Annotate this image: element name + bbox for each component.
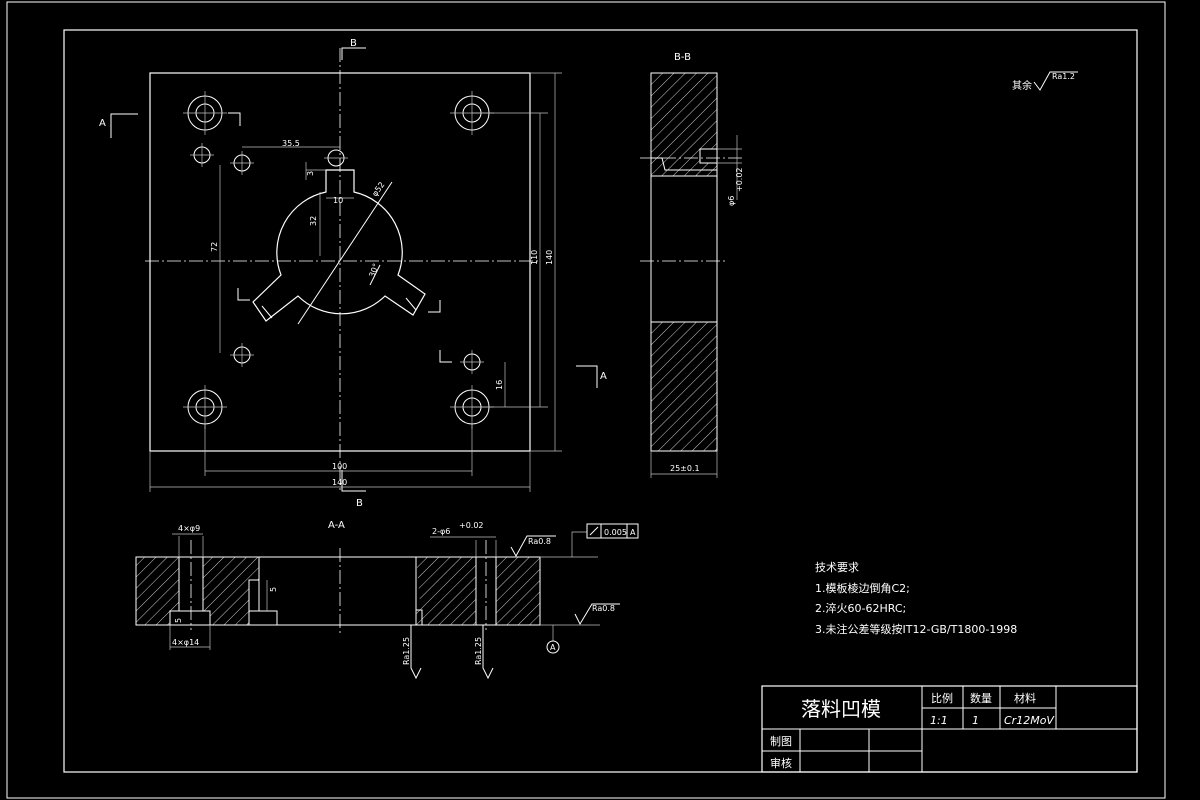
svg-text:100: 100	[332, 462, 347, 471]
tech-item-1: 1.模板棱边倒角C2;	[815, 581, 910, 595]
material-value: Cr12MoV	[1004, 714, 1055, 727]
svg-text:30°: 30°	[367, 262, 380, 278]
svg-text:0.005: 0.005	[604, 528, 627, 537]
svg-text:3: 3	[306, 171, 315, 176]
svg-text:4×φ9: 4×φ9	[178, 524, 200, 533]
svg-text:10: 10	[333, 196, 343, 205]
svg-text:A: A	[630, 528, 636, 537]
svg-text:A: A	[550, 643, 556, 652]
inner-border	[63, 29, 1138, 773]
svg-text:16: 16	[495, 380, 504, 390]
svg-text:+0.02: +0.02	[735, 167, 744, 192]
svg-text:其余: 其余	[1012, 79, 1032, 92]
svg-text:4×φ14: 4×φ14	[172, 638, 199, 647]
tech-item-3: 3.未注公差等级按IT12-GB/T1800-1998	[815, 622, 1017, 636]
svg-text:32: 32	[309, 216, 318, 226]
svg-text:φ52: φ52	[370, 180, 386, 198]
title-block: 落料凹模 比例 数量 材料 1:1 1 Cr12MoV 制图 审核	[761, 685, 1138, 773]
qty-label: 数量	[970, 692, 992, 705]
general-roughness: 其余 Ra1.2	[1012, 71, 1078, 92]
tech-requirements: 技术要求 1.模板棱边倒角C2; 2.淬火60-62HRC; 3.未注公差等级按…	[815, 561, 1017, 636]
svg-text:140: 140	[332, 478, 347, 487]
svg-text:72: 72	[210, 242, 219, 252]
svg-text:Ra0.8: Ra0.8	[528, 537, 551, 546]
outer-border	[6, 1, 1166, 799]
svg-text:5: 5	[269, 587, 278, 592]
section-b-top: B	[350, 38, 357, 49]
plan-view: B B A A	[99, 38, 607, 509]
scale-value: 1:1	[930, 714, 948, 727]
tech-item-2: 2.淬火60-62HRC;	[815, 601, 906, 615]
bb-title: B-B	[674, 52, 691, 63]
corner-holes	[183, 91, 494, 429]
die-cavity	[252, 169, 426, 325]
tech-heading: 技术要求	[815, 561, 859, 574]
svg-text:Ra1.25: Ra1.25	[474, 637, 483, 665]
svg-text:25±0.1: 25±0.1	[670, 464, 700, 473]
svg-text:110: 110	[530, 250, 539, 265]
svg-text:Ra1.25: Ra1.25	[402, 637, 411, 665]
section-a-left: A	[99, 118, 106, 129]
svg-text:2-φ6: 2-φ6	[432, 527, 450, 536]
scale-label: 比例	[931, 691, 953, 705]
material-label: 材料	[1014, 691, 1036, 705]
svg-text:5: 5	[174, 618, 183, 623]
part-name: 落料凹模	[801, 697, 881, 721]
section-a-right: A	[600, 371, 607, 382]
qty-value: 1	[972, 714, 979, 727]
svg-text:140: 140	[545, 250, 554, 265]
section-bb: B-B φ6 +0.02 25±0.1	[640, 52, 745, 478]
pin-holes	[190, 143, 484, 374]
aa-title: A-A	[328, 520, 345, 531]
svg-text:φ6: φ6	[727, 196, 736, 206]
svg-text:35.5: 35.5	[282, 139, 300, 148]
svg-text:+0.02: +0.02	[459, 521, 484, 530]
svg-text:Ra0.8: Ra0.8	[592, 604, 615, 613]
drawn-label: 制图	[770, 735, 792, 748]
section-b-bottom: B	[356, 498, 363, 509]
svg-text:Ra1.2: Ra1.2	[1052, 72, 1075, 81]
section-aa: A-A 4×φ9 4×φ14 5 5 2-φ6 +0.02	[135, 520, 639, 680]
plan-dimensions: 35.5 3 10 32 72 φ52 30° 110 140 16	[149, 72, 562, 492]
checked-label: 审核	[770, 756, 792, 770]
